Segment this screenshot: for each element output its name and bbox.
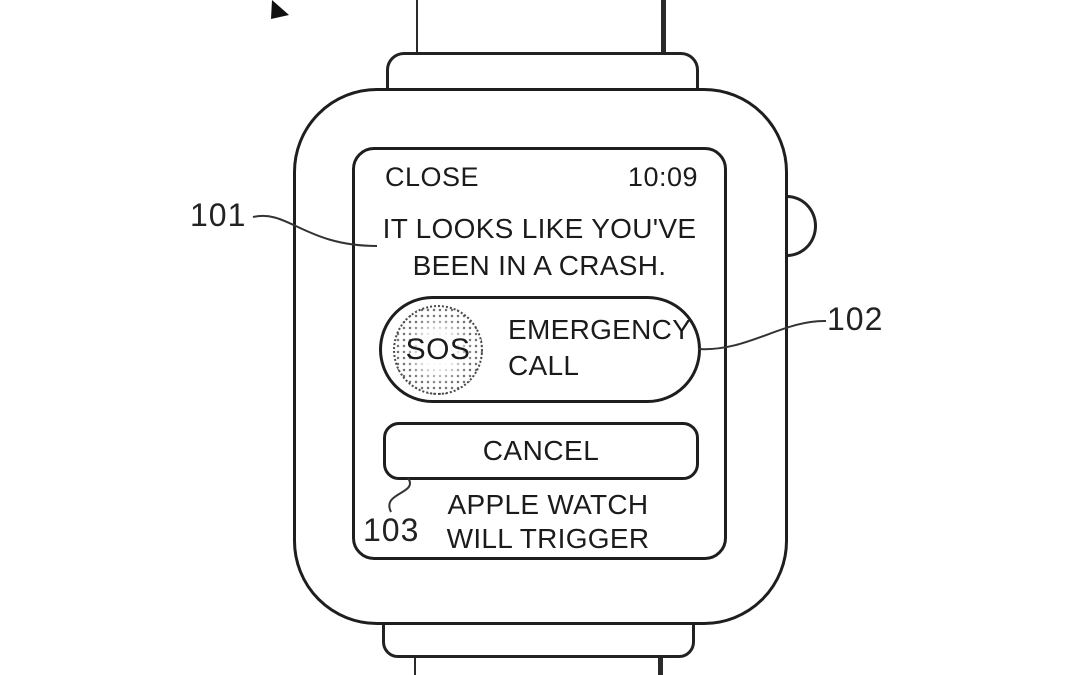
ref-label-103: 103	[363, 512, 420, 548]
band-bottom-left-edge	[414, 654, 416, 675]
emergency-call-button[interactable]: SOS EMERGENCY CALL	[379, 296, 701, 403]
watch-screen: CLOSE 10:09 IT LOOKS LIKE YOU'VE BEEN IN…	[352, 147, 727, 560]
emergency-call-label: EMERGENCY CALL	[508, 314, 691, 381]
screen-status-bar: CLOSE 10:09	[355, 162, 724, 193]
band-top-right-edge	[661, 0, 666, 56]
cancel-button[interactable]: CANCEL	[383, 422, 699, 480]
band-bottom-right-edge	[658, 654, 663, 675]
trigger-footer-note: APPLE WATCH WILL TRIGGER	[446, 489, 650, 554]
figure-arrowhead-icon	[271, 0, 289, 19]
sos-icon-label: SOS	[405, 333, 471, 366]
crash-alert-message: IT LOOKS LIKE YOU'VE BEEN IN A CRASH.	[355, 210, 724, 284]
crash-alert-line1: IT LOOKS LIKE YOU'VE	[382, 213, 697, 244]
watch-lug-bottom	[382, 620, 695, 658]
sos-icon: SOS	[393, 305, 483, 395]
crash-alert-line2: BEEN IN A CRASH.	[412, 250, 667, 281]
cancel-button-label: CANCEL	[482, 435, 600, 466]
close-button[interactable]: CLOSE	[385, 162, 480, 192]
band-top-left-edge	[416, 0, 418, 56]
clock-time: 10:09	[627, 162, 698, 192]
ref-label-101: 101	[190, 197, 247, 233]
ref-label-102: 102	[827, 301, 884, 337]
